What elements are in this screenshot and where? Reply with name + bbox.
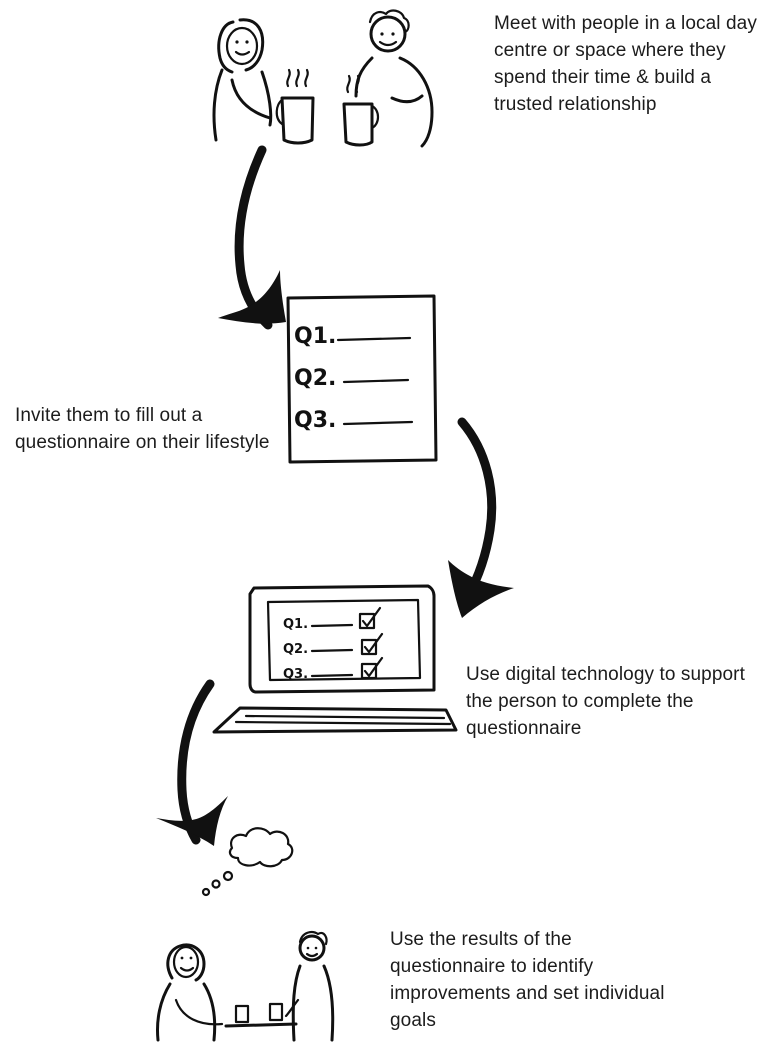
step-3-caption: Use digital technology to support the pe…	[466, 664, 745, 739]
arrow-2	[448, 417, 514, 618]
computer-questionnaire-icon: Q1. Q2. Q3.	[212, 584, 458, 734]
svg-text:Q3.: Q3.	[294, 408, 336, 433]
questionnaire-paper-icon: Q1. Q2. Q3.	[286, 294, 438, 464]
svg-text:Q2.: Q2.	[283, 642, 308, 657]
svg-text:Q3.: Q3.	[283, 667, 308, 682]
arrow-1	[218, 145, 286, 330]
step-1-caption: Meet with people in a local day centre o…	[494, 13, 757, 115]
svg-text:Q1.: Q1.	[294, 324, 336, 349]
step-4-caption: Use the results of the questionnaire to …	[390, 929, 665, 1031]
svg-text:Q1.: Q1.	[283, 617, 308, 632]
people-thinking-icon	[156, 827, 335, 1042]
arrow-3	[156, 679, 228, 846]
step-2-caption: Invite them to fill out a questionnaire …	[15, 405, 270, 453]
svg-text:Q2.: Q2.	[294, 366, 336, 391]
people-with-mugs-icon	[212, 9, 434, 148]
